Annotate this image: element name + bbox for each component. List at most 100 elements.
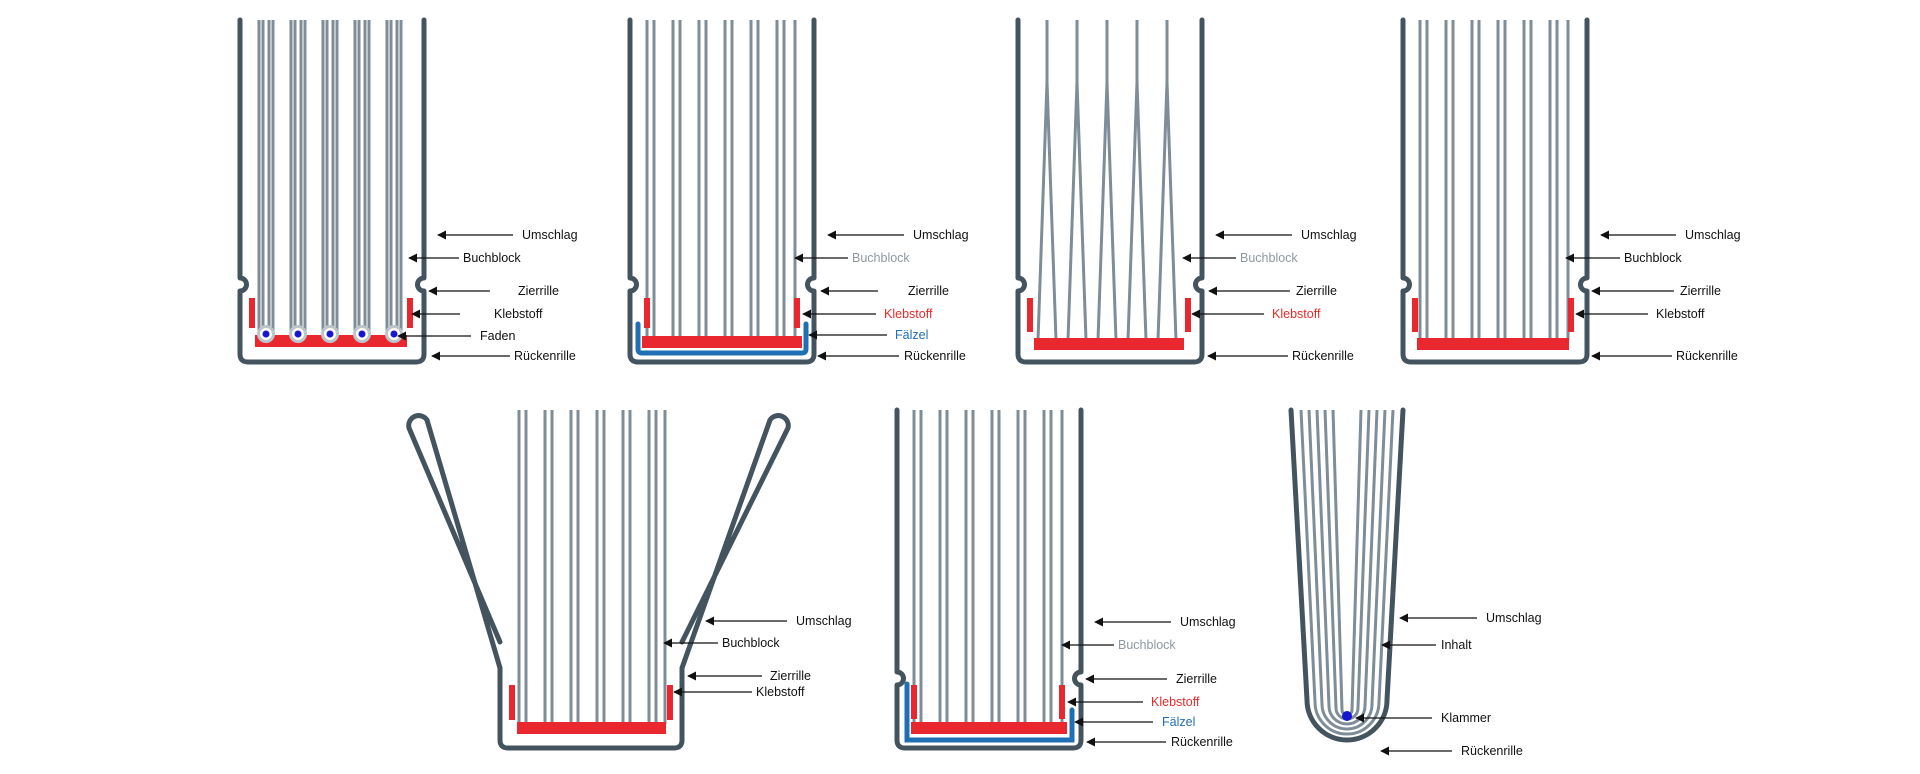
- callouts: Umschlag Inhalt Klammer Rückenrille: [1355, 611, 1542, 758]
- label-rueckenrille: Rückenrille: [904, 349, 966, 363]
- signature-loop: [289, 20, 307, 344]
- label-zierrille: Zierrille: [1176, 672, 1217, 686]
- diagram-with-falzel: Umschlag Buchblock Zierrille Klebstoff F…: [627, 17, 969, 365]
- label-buchblock: Buchblock: [1240, 251, 1298, 265]
- label-faelzel: Fälzel: [895, 328, 928, 342]
- label-klebstoff: Klebstoff: [1656, 307, 1705, 321]
- callouts: Umschlag Buchblock Zierrille Klebstoff R…: [1182, 228, 1357, 363]
- callouts: Umschlag Buchblock Zierrille Klebstoff F…: [397, 228, 578, 363]
- glue-spine: [1417, 338, 1569, 350]
- signature-loop: [385, 20, 403, 344]
- signature-loop: [321, 20, 339, 344]
- callouts: Umschlag Buchblock Zierrille Klebstoff R…: [1565, 228, 1741, 363]
- glue-spine: [642, 336, 802, 348]
- book-block: [912, 410, 1064, 724]
- diagram-open-cover: Umschlag Buchblock Zierrille Klebstoff: [406, 410, 852, 751]
- pages-group: [1036, 20, 1178, 341]
- label-zierrille: Zierrille: [770, 669, 811, 683]
- falzel-strip: [635, 321, 809, 356]
- label-klebstoff: Klebstoff: [494, 307, 543, 321]
- glue-side-right: [1059, 685, 1065, 719]
- label-umschlag: Umschlag: [1180, 615, 1236, 629]
- label-buchblock: Buchblock: [852, 251, 910, 265]
- folded-sheet: [1315, 409, 1379, 726]
- label-zierrille: Zierrille: [1680, 284, 1721, 298]
- label-klebstoff: Klebstoff: [1272, 307, 1321, 321]
- label-inhalt: Inhalt: [1441, 638, 1472, 652]
- callouts: Umschlag Buchblock Zierrille Klebstoff: [663, 614, 852, 699]
- label-buchblock: Buchblock: [722, 636, 780, 650]
- cover-outline: [237, 17, 427, 365]
- diagram-saddle-stitch: Umschlag Inhalt Klammer Rückenrille: [1288, 407, 1542, 758]
- glue-side-left: [911, 685, 917, 719]
- pages-group: [1418, 20, 1570, 340]
- cover-outline: [1015, 17, 1205, 365]
- glue-side-right: [1185, 298, 1191, 332]
- label-klebstoff: Klebstoff: [884, 307, 933, 321]
- label-klebstoff: Klebstoff: [756, 685, 805, 699]
- glue-side-left: [249, 298, 255, 328]
- label-zierrille: Zierrille: [908, 284, 949, 298]
- folded-sheet: [1307, 409, 1387, 731]
- pages-group: [912, 410, 1064, 724]
- book-block: [257, 20, 403, 344]
- label-umschlag: Umschlag: [913, 228, 969, 242]
- label-klebstoff: Klebstoff: [1151, 695, 1200, 709]
- glue-side-right: [1568, 298, 1574, 332]
- cover-outline: [1288, 407, 1406, 743]
- content-pages: [1299, 409, 1395, 736]
- book-block: [1036, 20, 1178, 341]
- diagram-notched-binding: Umschlag Buchblock Zierrille Klebstoff R…: [1015, 17, 1357, 365]
- callouts: Umschlag Buchblock Zierrille Klebstoff F…: [794, 228, 969, 363]
- diagram-falzel-lower: Umschlag Buchblock Zierrille Klebstoff F…: [894, 407, 1236, 751]
- glue-side-left: [1027, 298, 1033, 332]
- glue-side-right: [667, 685, 673, 720]
- falzel-strip: [904, 681, 1075, 743]
- glue-side-left: [1412, 298, 1418, 332]
- cover-outline: [406, 413, 791, 751]
- book-block: [517, 410, 667, 724]
- folded-sheet: [1331, 409, 1363, 717]
- signature-loop: [353, 20, 371, 344]
- label-umschlag: Umschlag: [1685, 228, 1741, 242]
- signature-loop: [293, 20, 303, 338]
- signature-loop: [257, 20, 275, 344]
- label-klammer: Klammer: [1441, 711, 1491, 725]
- label-rueckenrille: Rückenrille: [1171, 735, 1233, 749]
- diagram-perfect-binding: Umschlag Buchblock Zierrille Klebstoff R…: [1400, 17, 1741, 365]
- label-buchblock: Buchblock: [463, 251, 521, 265]
- glue-spine: [517, 722, 666, 734]
- label-umschlag: Umschlag: [796, 614, 852, 628]
- glue-side-right: [407, 298, 413, 328]
- glue-side-left: [644, 298, 650, 328]
- label-umschlag: Umschlag: [522, 228, 578, 242]
- cover-outline: [1400, 17, 1590, 365]
- book-block: [1418, 20, 1570, 340]
- label-zierrille: Zierrille: [518, 284, 559, 298]
- label-rueckenrille: Rückenrille: [1676, 349, 1738, 363]
- label-umschlag: Umschlag: [1301, 228, 1357, 242]
- glue-spine: [1034, 338, 1184, 350]
- pages-group: [517, 410, 667, 724]
- folded-sheet: [1323, 409, 1371, 721]
- label-zierrille: Zierrille: [1296, 284, 1337, 298]
- callouts: Umschlag Buchblock Zierrille Klebstoff F…: [1061, 615, 1236, 749]
- signature-loop: [389, 20, 399, 338]
- glue-side-left: [509, 685, 515, 720]
- label-faden: Faden: [480, 329, 515, 343]
- pages-group: [645, 20, 797, 340]
- glue-side-right: [794, 298, 800, 328]
- diagram-thread-stitched: Umschlag Buchblock Zierrille Klebstoff F…: [237, 17, 578, 365]
- label-buchblock: Buchblock: [1118, 638, 1176, 652]
- label-rueckenrille: Rückenrille: [514, 349, 576, 363]
- signature-loop: [261, 20, 271, 338]
- staple-dot: [1342, 711, 1352, 721]
- label-rueckenrille: Rückenrille: [1292, 349, 1354, 363]
- book-block: [645, 20, 797, 340]
- label-rueckenrille: Rückenrille: [1461, 744, 1523, 758]
- label-buchblock: Buchblock: [1624, 251, 1682, 265]
- label-faelzel: Fälzel: [1162, 715, 1195, 729]
- cover-outline: [894, 407, 1084, 751]
- glue-spine: [911, 722, 1067, 734]
